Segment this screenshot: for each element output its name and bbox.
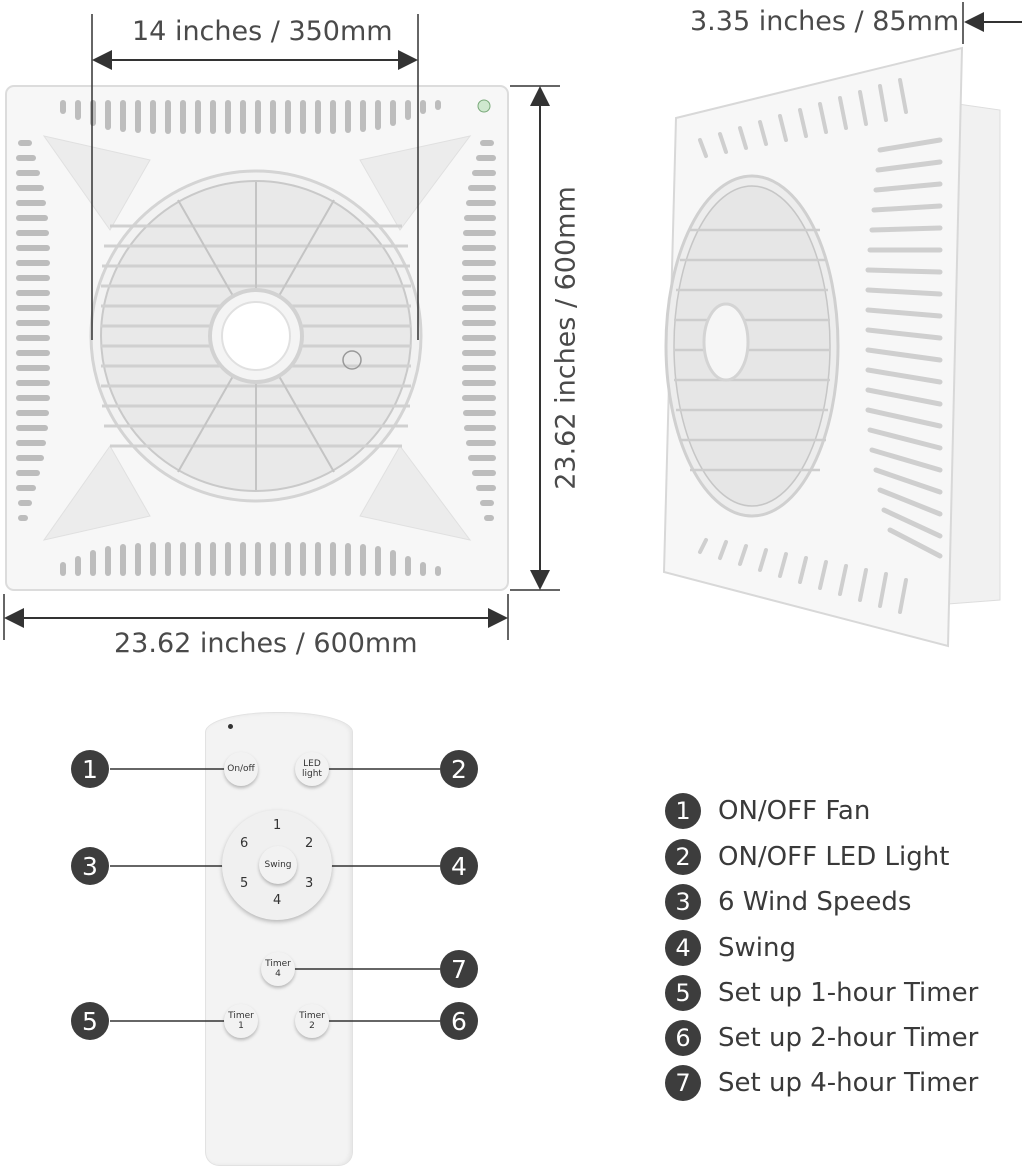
legend-number: 3 — [665, 884, 701, 920]
callout-1: 1 — [71, 750, 109, 788]
legend-number: 5 — [665, 975, 701, 1011]
speed-5[interactable]: 5 — [240, 876, 249, 891]
speed-3[interactable]: 3 — [305, 876, 314, 891]
remote-indicator-dot — [228, 724, 233, 729]
legend-text: ON/OFF LED Light — [718, 842, 950, 872]
callout-2: 2 — [440, 750, 478, 788]
callout-lines — [110, 768, 440, 1022]
speed-4[interactable]: 4 — [273, 893, 282, 908]
legend-number: 4 — [665, 930, 701, 966]
legend-text: Set up 1-hour Timer — [718, 978, 979, 1008]
legend-item: 3 6 Wind Speeds — [665, 883, 911, 921]
legend-item: 4 Swing — [665, 929, 796, 967]
legend-text: ON/OFF Fan — [718, 796, 871, 826]
speed-1[interactable]: 1 — [273, 818, 282, 833]
legend-number: 1 — [665, 793, 701, 829]
dimension-depth: 3.35 inches / 85mm — [690, 6, 960, 37]
legend-item: 1 ON/OFF Fan — [665, 792, 870, 830]
legend-item: 5 Set up 1-hour Timer — [665, 974, 978, 1012]
legend-text: 6 Wind Speeds — [718, 887, 912, 917]
legend-item: 2 ON/OFF LED Light — [665, 838, 949, 876]
callout-5: 5 — [71, 1002, 109, 1040]
front-view-fan — [3, 14, 560, 640]
side-view-fan — [662, 2, 1022, 648]
legend-text: Set up 2-hour Timer — [718, 1023, 979, 1053]
dimension-height: 23.62 inches / 600mm — [550, 186, 582, 490]
remote-control — [205, 712, 353, 1166]
legend-number: 6 — [665, 1020, 701, 1056]
callout-7: 7 — [440, 950, 478, 988]
swing-button[interactable]: Swing — [259, 846, 297, 884]
callout-3: 3 — [71, 847, 109, 885]
on-off-button[interactable]: On/off — [224, 752, 258, 786]
speed-2[interactable]: 2 — [305, 836, 314, 851]
swing-label: Swing — [264, 860, 292, 870]
legend-text: Set up 4-hour Timer — [718, 1068, 979, 1098]
legend-number: 7 — [665, 1065, 701, 1101]
callout-4: 4 — [440, 847, 478, 885]
callout-6: 6 — [440, 1002, 478, 1040]
legend-number: 2 — [665, 839, 701, 875]
speed-6[interactable]: 6 — [240, 836, 249, 851]
dimension-grille-width: 14 inches / 350mm — [132, 16, 393, 47]
on-off-label: On/off — [227, 764, 255, 774]
legend-item: 6 Set up 2-hour Timer — [665, 1019, 978, 1057]
dimension-width: 23.62 inches / 600mm — [114, 628, 418, 659]
legend-text: Swing — [718, 933, 796, 963]
legend-item: 7 Set up 4-hour Timer — [665, 1064, 978, 1102]
